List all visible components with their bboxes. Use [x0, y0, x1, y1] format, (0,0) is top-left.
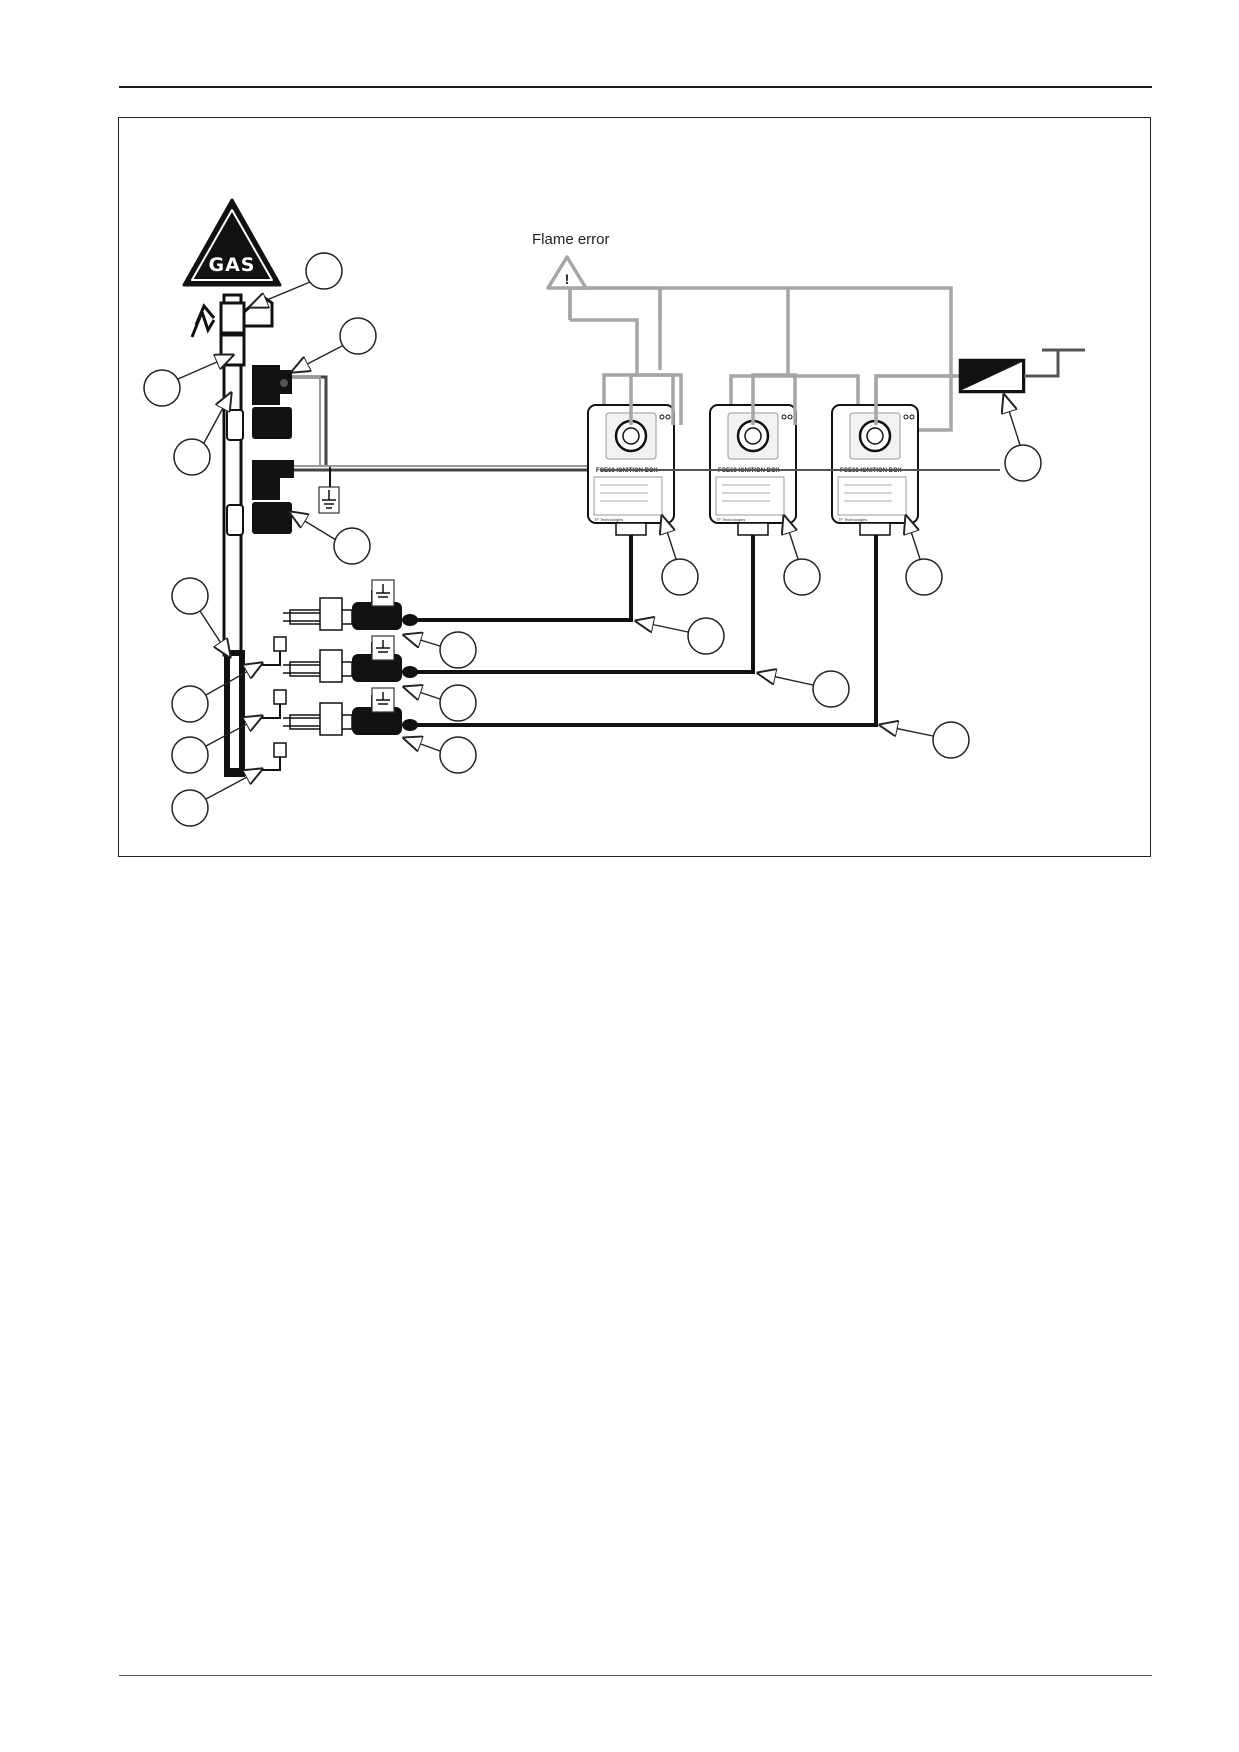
callout-13	[661, 558, 699, 596]
footer-rule	[119, 1675, 1152, 1676]
callout-leaders	[177, 281, 1021, 800]
burner-jets	[273, 636, 287, 758]
callout-1	[305, 252, 343, 290]
callout-17	[812, 670, 850, 708]
ground-symbol-electrode-1	[371, 579, 395, 607]
callout-11	[439, 684, 477, 722]
gas-label: GAS	[209, 254, 256, 276]
callout-5	[333, 527, 371, 565]
callout-7	[171, 685, 209, 723]
power-supply-unit	[958, 348, 1085, 394]
manual-shutoff-valve	[190, 294, 274, 367]
callout-3	[143, 369, 181, 407]
box-interconnect-lines	[600, 373, 1000, 471]
ground-symbol-electrode-3	[371, 687, 395, 713]
callout-8	[171, 736, 209, 774]
callout-6	[171, 577, 209, 615]
electrode-3	[283, 695, 418, 736]
electrode-1	[283, 590, 418, 631]
ignition-box-3-maker: TF Technologies	[838, 517, 867, 522]
ignition-box-1-maker: TF Technologies	[594, 517, 623, 522]
ground-symbol-valve	[318, 486, 340, 514]
solenoid-valve-2	[226, 460, 294, 536]
callout-12	[439, 736, 477, 774]
electrode-2	[283, 642, 418, 683]
ignition-cables	[416, 535, 878, 727]
flame-error-label: Flame error	[532, 231, 610, 248]
callout-9	[171, 789, 209, 827]
solenoid-valve-1	[226, 365, 292, 441]
callout-2	[339, 317, 377, 355]
callout-16	[687, 617, 725, 655]
flame-error-warning-icon: !	[546, 255, 588, 290]
callout-14	[783, 558, 821, 596]
ignition-box-1: FCE68 IGNITION BOX TF Technologies	[587, 404, 675, 536]
gas-warning-sign: GAS	[182, 198, 282, 287]
ground-symbol-electrode-2	[371, 635, 395, 661]
ignition-box-2-maker: TF Technologies	[716, 517, 745, 522]
flame-error-symbol: !	[565, 271, 570, 287]
callout-10	[439, 631, 477, 669]
callout-15	[905, 558, 943, 596]
callout-18	[932, 721, 970, 759]
callout-4	[173, 438, 211, 476]
header-rule	[119, 86, 1152, 88]
valve-power-cables	[292, 375, 600, 487]
ignition-box-3: FCE68 IGNITION BOX TF Technologies	[831, 404, 919, 536]
callout-19	[1004, 444, 1042, 482]
callout-markers	[143, 252, 1042, 827]
diagram-frame	[118, 117, 1151, 857]
